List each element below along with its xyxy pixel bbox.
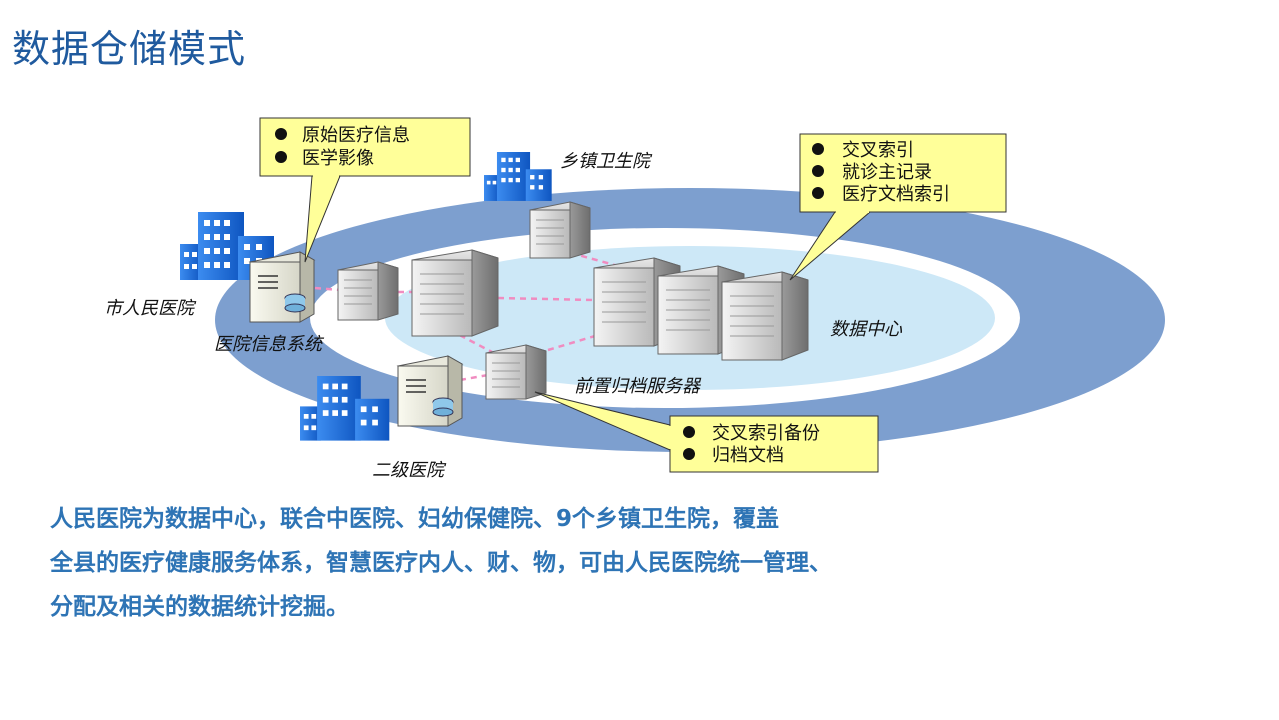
workstation-icon [248,251,316,323]
callout-item: 医学影像 [302,148,374,169]
label-data-center: 数据中心 [830,319,903,340]
building-icon [484,152,552,201]
server-icon [337,261,399,321]
bullet-icon [275,151,287,163]
callout-data-center: 交叉索引 就诊主记录 医疗文档索引 [789,133,1007,281]
page-title: 数据仓储模式 [12,27,247,71]
bullet-icon [812,187,824,199]
bullet-icon [812,143,824,155]
callout-item: 医疗文档索引 [842,184,950,205]
server-icon [485,344,547,400]
label-his: 医院信息系统 [214,334,325,355]
callout-item: 交叉索引备份 [712,423,820,444]
bullet-icon [683,448,695,460]
workstation-icon [396,355,464,427]
server-icon [721,271,809,361]
server-icon [411,249,499,337]
server-icon [529,201,591,259]
bullet-icon [812,165,824,177]
label-secondary-hospital: 二级医院 [372,460,447,481]
label-city-hospital: 市人民医院 [104,298,197,319]
callout-item: 交叉索引 [842,140,914,161]
label-town-clinic: 乡镇卫生院 [560,151,653,172]
description-line: 分配及相关的数据统计挖掘。 [50,594,349,620]
description-line: 人民医院为数据中心，联合中医院、妇幼保健院、9个乡镇卫生院，覆盖 [50,506,780,532]
building-icon [300,376,390,441]
bullet-icon [683,426,695,438]
callout-item: 归档文档 [712,445,784,466]
callout-front-server: 交叉索引备份 归档文档 [534,391,879,473]
description-line: 全县的医疗健康服务体系，智慧医疗内人、财、物，可由人民医院统一管理、 [50,550,832,576]
building-icon [180,212,274,280]
network-diagram: 原始医疗信息 医学影像 交叉索引 就诊主记录 医疗文档索引 交叉索引备份 归档文… [104,117,1165,481]
callout-his: 原始医疗信息 医学影像 [259,117,471,263]
bullet-icon [275,128,287,140]
callout-item: 就诊主记录 [842,162,932,183]
label-front-server: 前置归档服务器 [574,376,702,397]
callout-item: 原始医疗信息 [302,125,410,146]
description: 人民医院为数据中心，联合中医院、妇幼保健院、9个乡镇卫生院，覆盖 全县的医疗健康… [50,497,1050,629]
